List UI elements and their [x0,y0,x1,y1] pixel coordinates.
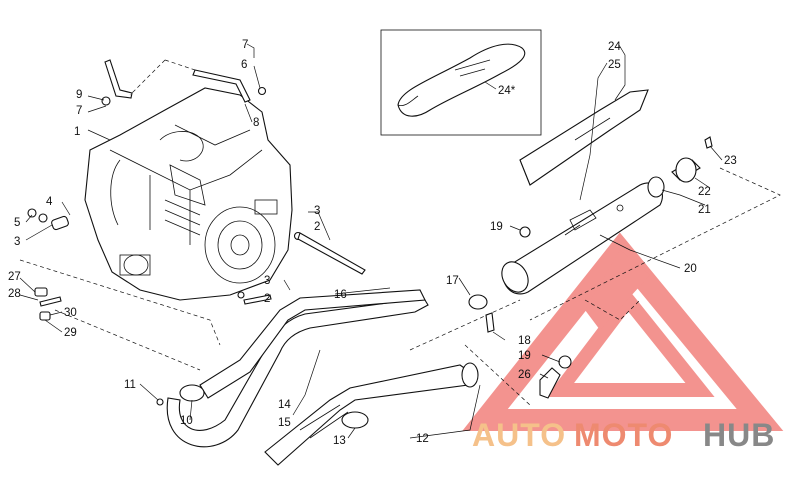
watermark-auto: AUTO [472,417,566,453]
callout-8: 8 [253,117,259,129]
inset-heat-shield [380,29,542,136]
callout-12: 12 [416,433,429,445]
mount-brackets [101,59,267,106]
callout-2b: 2 [264,293,270,305]
callout-2a: 2 [314,221,320,233]
heat-shield [519,89,649,186]
bracket-26 [539,367,561,399]
header-pipe-14 [199,289,426,399]
gasket-10 [179,384,205,402]
callout-7b: 7 [76,105,82,117]
header-pipe-16 [166,291,429,448]
pipe-12 [264,364,471,466]
watermark-moto: MOTO [574,417,673,453]
callout-7a: 7 [242,39,248,51]
callout-20: 20 [684,263,697,275]
callout-18: 18 [518,335,531,347]
inset-frame [380,29,542,136]
callout-15: 15 [278,417,291,429]
tailpipe-parts [647,136,713,198]
spark-arrestor-22 [675,157,697,183]
callout-14: 14 [278,399,291,411]
callout-1: 1 [74,126,80,138]
nut-19b [558,355,572,369]
header-pipe [156,289,429,448]
nut-19a [519,226,531,238]
clamp-13 [341,411,369,429]
callout-26: 26 [518,369,531,381]
callout-25: 25 [608,59,621,71]
heat-shield-inset [397,43,526,117]
lower-pipe [264,362,479,466]
callout-21: 21 [698,204,711,216]
gasket-17 [468,294,488,310]
callout-9: 9 [76,89,82,101]
watermark-text: AUTO MOTO HUB [472,417,775,453]
callout-19b: 19 [518,350,531,362]
callout-22: 22 [698,186,711,198]
callout-17: 17 [446,275,459,287]
gasket-21 [647,176,665,198]
bracket-8 [192,69,251,103]
callout-13: 13 [333,435,346,447]
callout-3b: 3 [264,275,270,287]
callout-4: 4 [46,196,53,208]
callout-3a: 3 [314,205,320,217]
callout-29: 29 [64,327,77,339]
watermark-logo [462,232,784,431]
engine-outline [84,87,293,301]
bracket-9 [104,59,133,99]
watermark-hub: HUB [703,417,775,453]
callout-5: 5 [14,217,20,229]
left-fasteners [27,208,69,321]
callout-10: 10 [180,415,193,427]
engine-block [84,87,293,301]
callout-3c: 3 [14,236,20,248]
callout-19a: 19 [490,221,503,233]
callout-23: 23 [724,155,737,167]
screw-23 [704,136,713,149]
callout-labels: 1 2 2 3 3 3 4 5 6 7 7 8 9 10 11 12 13 14… [8,39,737,447]
callout-24b: 24* [498,85,516,97]
callout-28: 28 [8,288,21,300]
stud-18 [485,312,495,333]
callout-30: 30 [64,307,77,319]
small-parts [468,226,572,399]
callout-6: 6 [241,59,247,71]
leader-lines [19,43,781,439]
heat-shield-24 [519,89,649,186]
callout-24a: 24 [608,41,621,53]
muffler [501,182,663,295]
callout-27: 27 [8,271,21,283]
callout-11: 11 [124,379,136,391]
right-fasteners [237,231,366,305]
callout-16: 16 [334,289,347,301]
